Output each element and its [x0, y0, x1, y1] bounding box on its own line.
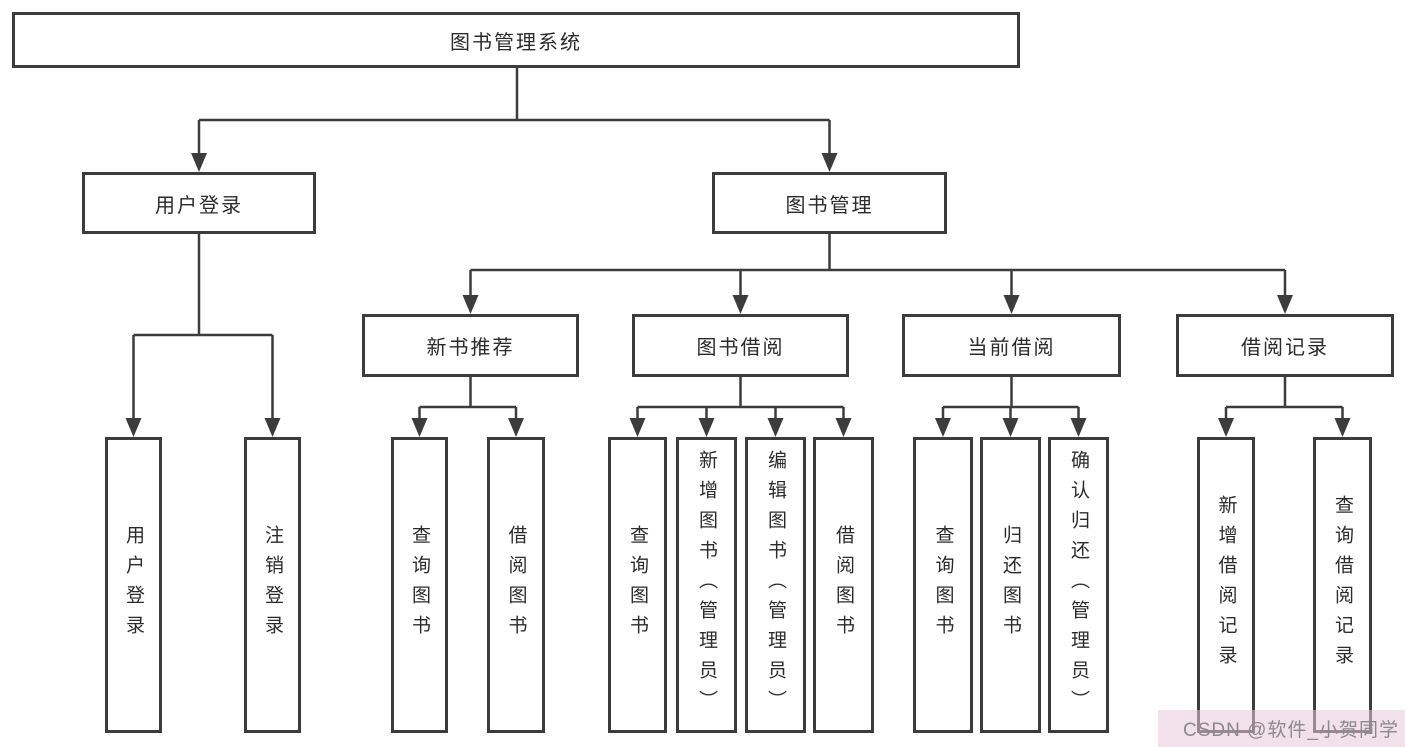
node-label: 借阅图书: [833, 525, 854, 645]
node-book-management: 图书管理: [712, 172, 947, 234]
leaf-query-borrow-record: 查询借阅记录: [1313, 437, 1372, 733]
node-new-book-recommendation: 新书推荐: [362, 314, 579, 377]
node-library-management-system: 图书管理系统: [12, 12, 1020, 68]
node-label: 用户登录: [155, 194, 243, 217]
leaf-add-books-admin: 新增图书（管理员）: [676, 437, 737, 733]
node-label: 借阅图书: [505, 525, 527, 645]
node-label: 图书借阅: [696, 337, 785, 359]
node-label: 确认归还（管理员）: [1068, 450, 1089, 720]
watermark-text: CSDN @软件_小贺同学: [1183, 720, 1399, 741]
node-borrowing-records: 借阅记录: [1176, 314, 1394, 377]
node-user-login: 用户登录: [82, 172, 316, 234]
node-label: 归还图书: [1000, 525, 1021, 645]
leaf-confirm-return-admin: 确认归还（管理员）: [1048, 437, 1109, 733]
watermark-background: [1158, 710, 1405, 747]
node-book-borrowing: 图书借阅: [632, 314, 849, 377]
node-label: 查询图书: [932, 525, 954, 645]
node-label: 新书推荐: [426, 337, 515, 359]
node-label: 借阅记录: [1241, 337, 1329, 359]
leaf-borrow-books-recommend: 借阅图书: [487, 437, 545, 733]
node-current-borrowing: 当前借阅: [902, 314, 1121, 377]
node-label: 图书管理系统: [450, 31, 582, 54]
leaf-logout-login: 注销登录: [244, 437, 301, 733]
leaf-query-books-current: 查询图书: [913, 437, 973, 733]
leaf-query-books-borrow: 查询图书: [608, 437, 667, 733]
leaf-borrow-books: 借阅图书: [813, 437, 874, 733]
leaf-add-borrow-record: 新增借阅记录: [1197, 437, 1255, 733]
node-label: 查询借阅记录: [1332, 495, 1353, 675]
node-label: 用户登录: [123, 525, 144, 645]
node-label: 新增图书（管理员）: [696, 450, 717, 720]
node-label: 图书管理: [785, 194, 874, 217]
node-label: 注销登录: [262, 525, 283, 645]
leaf-user-login: 用户登录: [105, 437, 162, 733]
leaf-edit-books-admin: 编辑图书（管理员）: [745, 437, 806, 733]
leaf-query-books-recommend: 查询图书: [391, 437, 448, 733]
node-label: 新增借阅记录: [1215, 495, 1237, 675]
node-label: 编辑图书（管理员）: [765, 450, 786, 720]
arrowheads: [125, 153, 1351, 437]
leaf-return-books: 归还图书: [980, 437, 1041, 733]
node-label: 查询图书: [627, 525, 648, 645]
node-label: 查询图书: [409, 525, 430, 645]
node-label: 当前借阅: [967, 337, 1056, 359]
